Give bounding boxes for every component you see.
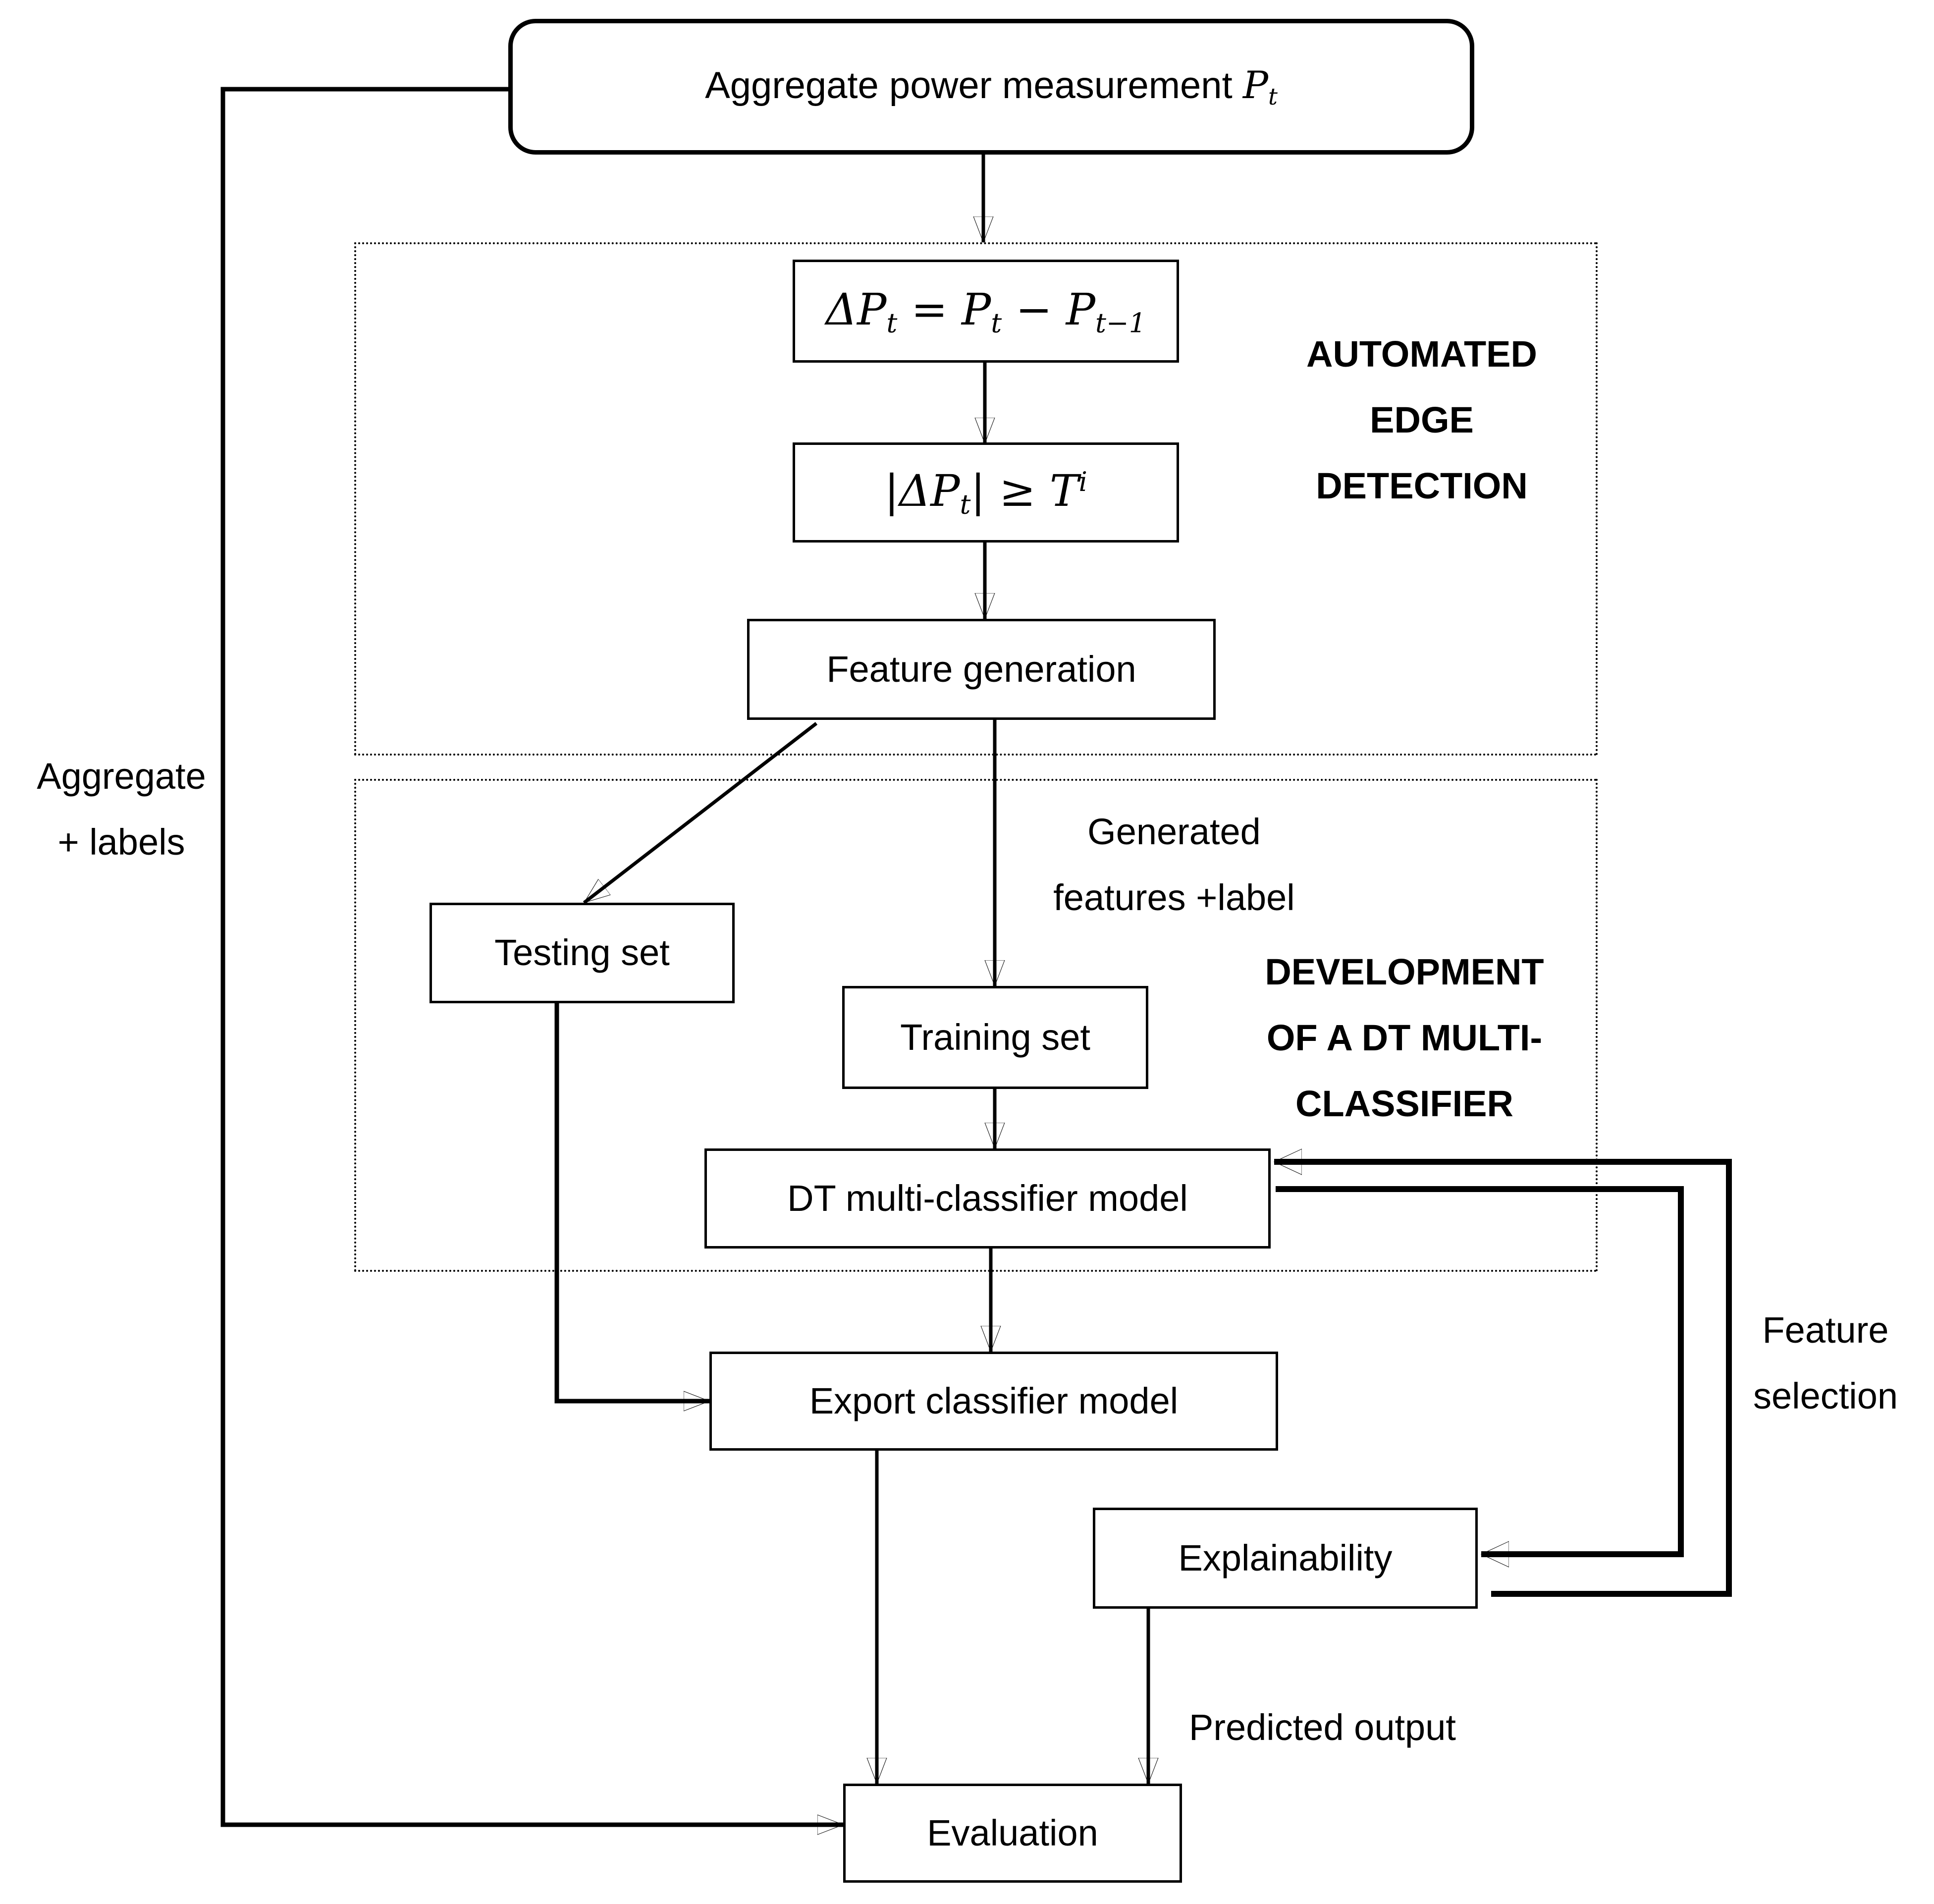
evaluation-label: Evaluation (927, 1812, 1098, 1853)
dt-multi-classifier-label: DT multi-classifier model (787, 1177, 1188, 1219)
export-classifier-label: Export classifier model (809, 1380, 1179, 1421)
section-line: DEVELOPMENT (1265, 951, 1544, 992)
label-generated-features: Generated features +label (1021, 799, 1328, 930)
node-training-set: Training set (842, 986, 1148, 1089)
training-set-label: Training set (900, 1016, 1090, 1058)
section-line: EDGE (1370, 399, 1474, 441)
node-evaluation: Evaluation (843, 1784, 1182, 1883)
node-export-classifier: Export classifier model (709, 1352, 1278, 1451)
explainability-label: Explainability (1178, 1537, 1393, 1578)
threshold-formula-text: |ΔPt| ≥ Ti (884, 465, 1087, 520)
section-line: DETECTION (1316, 465, 1528, 507)
node-testing-set: Testing set (430, 903, 735, 1003)
testing-set-label: Testing set (494, 932, 670, 974)
label-line: features +label (1053, 877, 1295, 919)
arrow-feature-generation-to-testing-set (583, 722, 818, 904)
section-line: AUTOMATED (1306, 333, 1537, 375)
label-aggregate-plus-labels: Aggregate + labels (15, 743, 228, 875)
section-title-dt-development: DEVELOPMENT OF A DT MULTI- CLASSIFIER (1248, 939, 1560, 1137)
arrow-testing-set-to-export-model (554, 1003, 709, 1401)
label-line: Aggregate (37, 756, 206, 797)
node-delta-formula: ΔPt = Pt − Pt−1 (793, 260, 1179, 363)
label-line: + labels (57, 821, 185, 863)
label-line: Generated (1087, 811, 1261, 852)
label-line: Feature (1762, 1309, 1889, 1351)
node-threshold-formula: |ΔPt| ≥ Ti (793, 442, 1179, 543)
line-aggregate-labels-to-evaluation (220, 87, 843, 1825)
line-explainability-to-dt-model-feature-selection (1274, 1162, 1732, 1597)
label-feature-selection: Feature selection (1712, 1297, 1934, 1429)
region-dt-development (354, 779, 1598, 1272)
feature-generation-label: Feature generation (826, 648, 1136, 690)
node-aggregate-power: Aggregate power measurement Pt (508, 19, 1474, 155)
section-line: CLASSIFIER (1295, 1083, 1513, 1125)
line-dt-model-to-explainability (1276, 1186, 1684, 1554)
section-line: OF A DT MULTI- (1266, 1017, 1543, 1059)
delta-formula-text: ΔPt = Pt − Pt−1 (825, 284, 1146, 339)
node-dt-multi-classifier: DT multi-classifier model (704, 1148, 1271, 1249)
label-line: selection (1753, 1375, 1898, 1417)
node-explainability: Explainability (1093, 1508, 1478, 1609)
section-title-automated-edge-detection: AUTOMATED EDGE DETECTION (1268, 321, 1575, 519)
region-automated-edge-detection (354, 242, 1598, 756)
aggregate-power-label: Aggregate power measurement Pt (705, 62, 1278, 111)
label-line: Predicted output (1189, 1707, 1456, 1748)
node-feature-generation: Feature generation (747, 619, 1216, 720)
label-predicted-output: Predicted output (1189, 1694, 1536, 1760)
